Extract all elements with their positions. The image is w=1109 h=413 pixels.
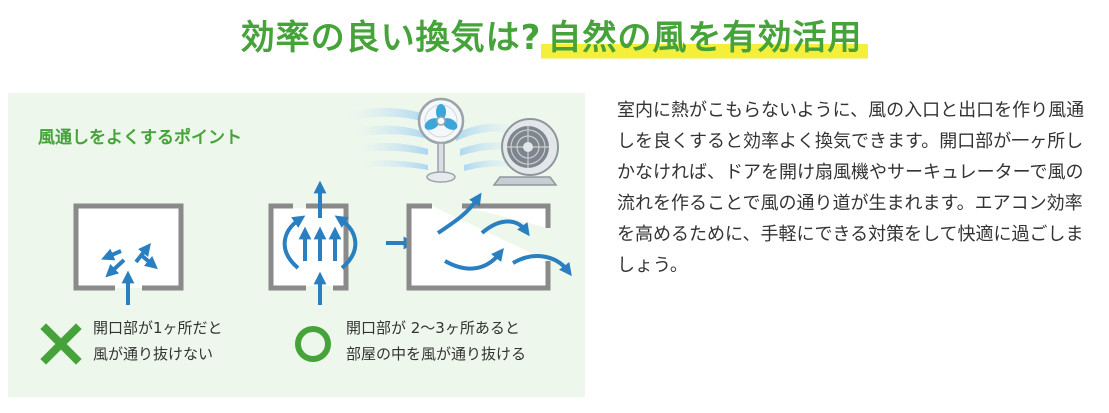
room-single-opening [73,203,184,305]
caption-bad-line1: 開口部が1ヶ所だと [93,319,223,337]
room-two-openings [268,180,417,305]
electric-fan-icon [417,97,465,183]
caption-bad-line2: 風が通り抜けない [93,345,214,363]
page-headline: 効率の良い換気は?自然の風を有効活用 [0,10,1109,60]
panel-title: 風通しをよくするポイント [38,128,242,148]
ventilation-tips-panel: 風通しをよくするポイント 開口部が1ヶ所だと 風が通り抜けない 開口部が 2〜3… [8,93,585,397]
room-cross-ventilation [406,192,572,291]
body-text: 室内に熱がこもらないように、風の入口と出口を作り風通しを良くすると効率よく換気で… [617,100,1085,276]
circle-mark-icon [295,326,331,362]
ventilation-illustration [40,97,572,365]
headline-question: 効率の良い換気は? [240,18,542,58]
headline-highlight: 自然の風を有効活用 [541,18,869,60]
caption-good-line1: 開口部が 2〜3ヶ所あると [346,319,520,337]
caption-good-line2: 部屋の中を風が通り抜ける [346,345,527,363]
cross-mark-icon [40,323,82,365]
caption-bad: 開口部が1ヶ所だと 風が通り抜けない [93,315,223,367]
circulator-icon [492,118,559,186]
caption-good: 開口部が 2〜3ヶ所あると 部屋の中を風が通り抜ける [346,315,526,367]
